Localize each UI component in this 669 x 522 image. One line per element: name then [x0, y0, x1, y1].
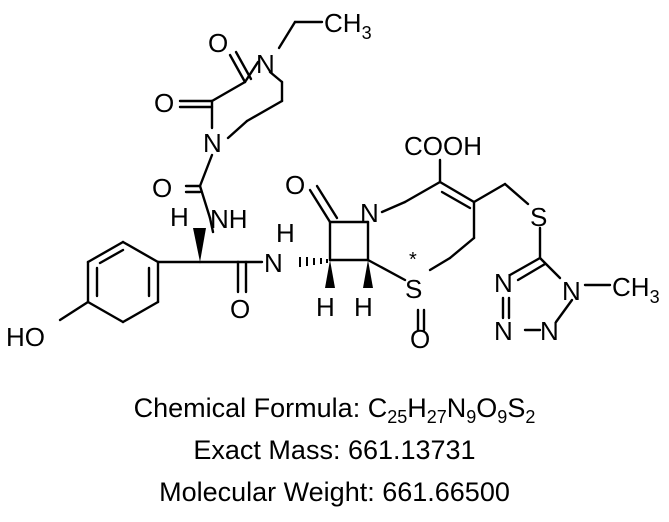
- atom-n-tetrazole-1: N: [494, 268, 513, 298]
- atom-o-dione-top: O: [208, 28, 228, 58]
- stereo-bonds: [193, 228, 373, 288]
- atom-h-amide: H: [276, 218, 295, 248]
- atom-n-piperazine: N: [203, 128, 222, 158]
- molecular-weight: Molecular Weight: 661.66500: [159, 477, 510, 507]
- chemical-formula-value: C25H27N9O9S2: [367, 393, 536, 426]
- atom-ethyl-ch3: CH3: [324, 8, 372, 43]
- atom-s-sulfoxide: S: [405, 274, 422, 304]
- atom-s-thioether: S: [530, 202, 547, 232]
- atom-h-c6: H: [354, 292, 373, 322]
- formula-subscript: 9: [497, 407, 508, 427]
- formula-element: O: [476, 393, 498, 423]
- wedge-bond-alpha: [193, 228, 206, 262]
- atom-n-tetrazole-3: N: [540, 316, 559, 346]
- atom-o-carbamoyl: O: [152, 173, 172, 203]
- wedge-bond-c6: [363, 260, 373, 288]
- formula-element: N: [446, 393, 467, 423]
- atom-cooh: COOH: [404, 131, 482, 161]
- formula-subscript: 2: [525, 407, 536, 427]
- chemical-formula: Chemical Formula: C25H27N9O9S2: [0, 392, 669, 426]
- exact-mass: Exact Mass: 661.13731: [193, 435, 476, 465]
- atom-n-amide: N: [264, 248, 283, 278]
- atom-h-c7: H: [316, 292, 335, 322]
- atom-n-beta-lactam: N: [360, 198, 379, 228]
- stereo-mark: *: [409, 249, 417, 271]
- formula-element: H: [407, 393, 427, 423]
- wedge-bond-c7: [325, 260, 335, 288]
- atom-o-sulfoxide: O: [410, 324, 430, 354]
- formula-element: S: [507, 393, 526, 423]
- atom-o-amide: O: [230, 294, 250, 324]
- atom-n-tetrazole-methyl: N: [562, 276, 581, 306]
- atom-nh-carbamoyl: NH: [210, 204, 248, 234]
- atom-ho: HO: [6, 322, 45, 352]
- formula-subscript: 9: [466, 407, 477, 427]
- atom-h-stereo-top: H: [170, 202, 189, 232]
- chemical-formula-label: Chemical Formula:: [133, 393, 368, 423]
- chemical-structure: O O N CH3 N O H NH H N O N COOH S O S * …: [6, 8, 660, 354]
- atom-tetrazole-ch3: CH3: [612, 272, 660, 307]
- atom-o-lactam: O: [285, 170, 305, 200]
- bond-lines: [58, 20, 612, 332]
- formula-subscript: 27: [426, 407, 447, 427]
- atom-n-ethyl: N: [256, 49, 275, 79]
- formula-element: C: [367, 393, 388, 423]
- atom-labels: O O N CH3 N O H NH H N O N COOH S O S * …: [6, 8, 660, 354]
- hashed-bond-c7: [299, 257, 328, 267]
- atom-o-dione-left: O: [154, 88, 174, 118]
- atom-n-tetrazole-2: N: [494, 316, 513, 346]
- formula-subscript: 25: [387, 407, 408, 427]
